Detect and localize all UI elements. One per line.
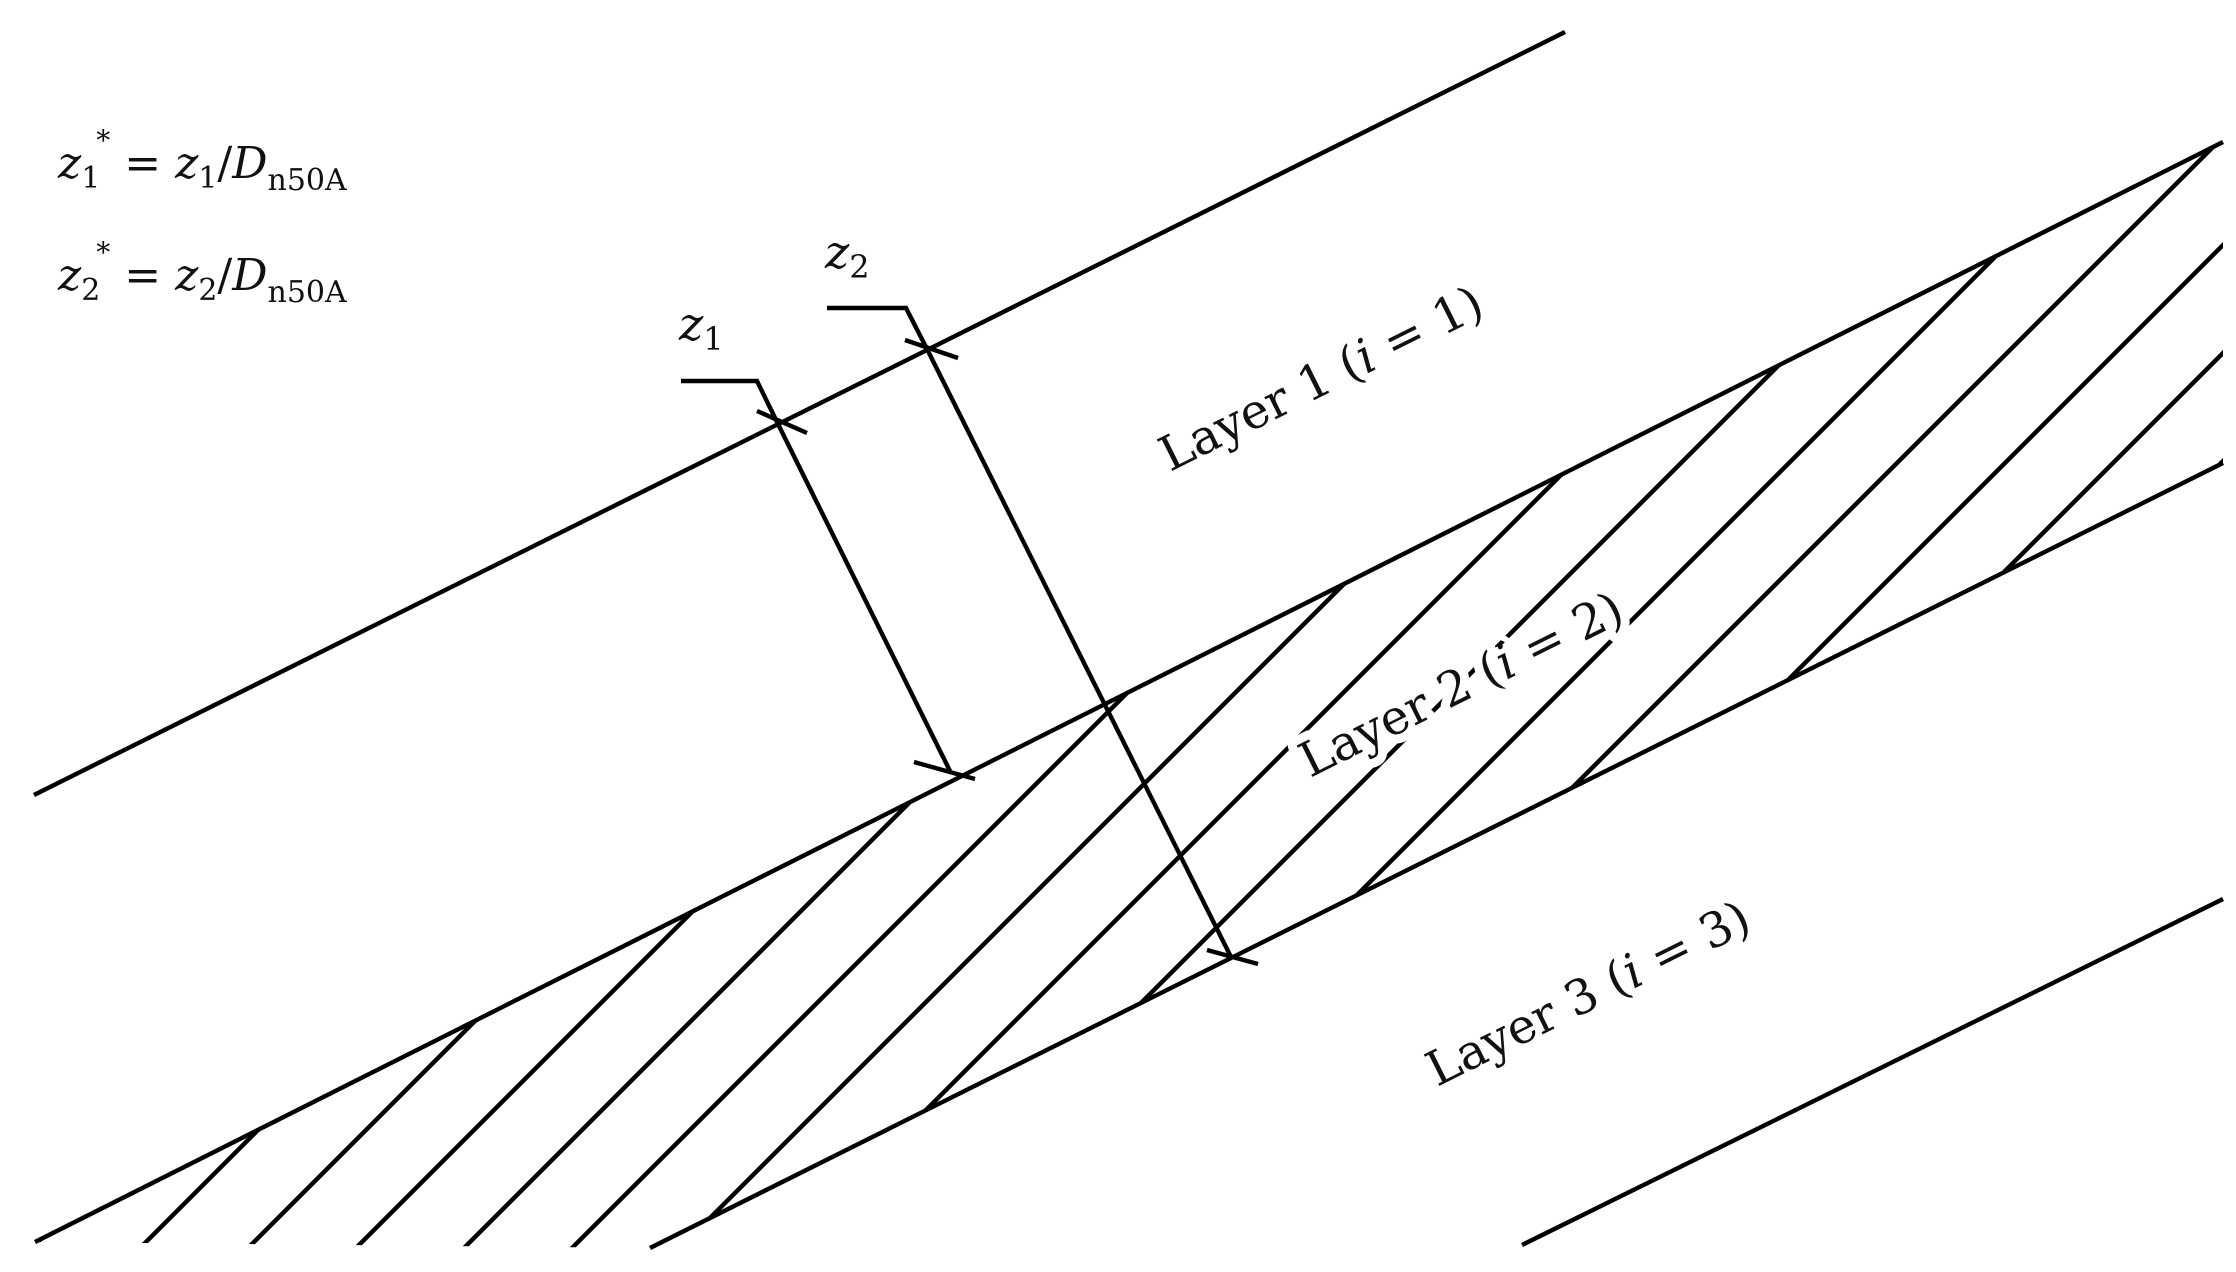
dimension-z1 xyxy=(681,378,976,782)
label-z2: z2 xyxy=(824,225,870,286)
layer3-bottom-boundary-line xyxy=(1521,897,2224,1247)
z1-tick-top xyxy=(756,408,808,436)
hatch-line-5 xyxy=(518,142,1822,1248)
z2-tick-bottom xyxy=(1206,947,1259,967)
label-layer-3: Layer 3 (i = 3) xyxy=(1417,890,1759,1098)
z2-dimension-line xyxy=(925,348,1233,958)
label-layer-1: Layer 1 (i = 1) xyxy=(1150,275,1492,483)
dimension-z2 xyxy=(827,305,1259,967)
z1-tick-bottom xyxy=(913,759,976,782)
label-z1: z1 xyxy=(678,297,724,358)
hatch-line-0 xyxy=(35,142,1282,1248)
hatch-line-11 xyxy=(1166,142,2223,1248)
layer2-bottom-boundary-line xyxy=(649,461,2224,1250)
z2-leader-line xyxy=(827,305,929,351)
formula-z1-star: z1* = z1/Dn50A xyxy=(57,124,347,198)
z1-dimension-line xyxy=(776,423,952,772)
top-boundary-line xyxy=(33,30,1566,797)
hatch-line-6 xyxy=(626,142,1930,1248)
formula-z2-star: z2* = z2/Dn50A xyxy=(57,236,347,310)
z2-tick-top xyxy=(904,337,959,361)
hatch-line-12 xyxy=(1274,142,2223,1248)
z1-leader-line xyxy=(681,378,780,425)
hatch-line-7 xyxy=(734,142,2038,1248)
label-layer-2: Layer 2 (i = 2) xyxy=(1290,581,1632,789)
